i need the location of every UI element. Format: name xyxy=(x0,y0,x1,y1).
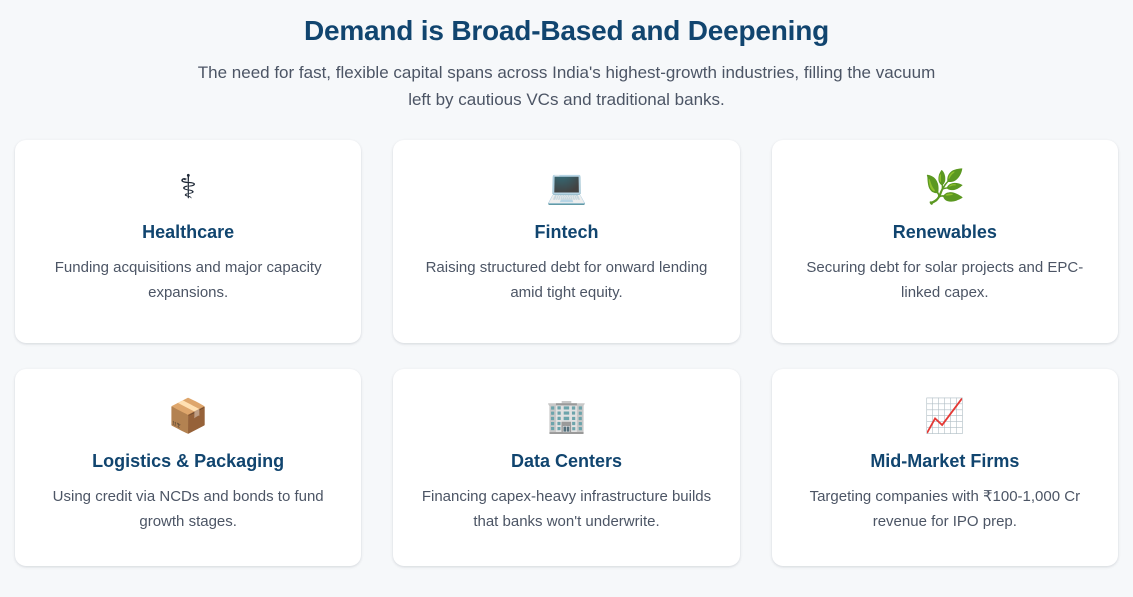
card-description: Using credit via NCDs and bonds to fund … xyxy=(52,488,324,530)
page-title: Demand is Broad-Based and Deepening xyxy=(303,15,830,46)
industry-card-healthcare[interactable]: ⚕ Healthcare Funding acquisitions and ma… xyxy=(15,140,362,343)
card-title: Healthcare xyxy=(142,222,235,242)
industry-card-fintech[interactable]: 💻 Fintech Raising structured debt for on… xyxy=(393,140,740,343)
card-description: Securing debt for solar projects and EPC… xyxy=(806,259,1084,301)
card-description: Funding acquisitions and major capacity … xyxy=(54,259,322,301)
office-building-icon: 🏢 xyxy=(545,396,588,435)
herb-leaf-icon: 🌿 xyxy=(924,167,966,206)
chart-increasing-icon: 📈 xyxy=(924,396,966,435)
industry-card-renewables[interactable]: 🌿 Renewables Securing debt for solar pro… xyxy=(771,140,1118,343)
card-title: Fintech xyxy=(534,222,599,242)
industry-card-grid: ⚕ Healthcare Funding acquisitions and ma… xyxy=(15,140,1118,566)
industry-card-logistics-packaging[interactable]: 📦 Logistics & Packaging Using credit via… xyxy=(15,369,362,566)
card-title: Renewables xyxy=(892,222,997,242)
card-title: Mid-Market Firms xyxy=(870,451,1020,471)
card-description: Financing capex-heavy infrastructure bui… xyxy=(421,488,712,530)
card-title: Logistics & Packaging xyxy=(92,451,285,471)
package-box-icon: 📦 xyxy=(167,396,209,435)
laptop-icon: 💻 xyxy=(545,167,588,206)
card-description: Raising structured debt for onward lendi… xyxy=(425,259,708,301)
medical-staff-icon: ⚕ xyxy=(179,167,198,206)
section-header: Demand is Broad-Based and Deepening The … xyxy=(15,0,1118,113)
card-description: Targeting companies with ₹100-1,000 Cr r… xyxy=(809,488,1081,530)
industry-card-mid-market-firms[interactable]: 📈 Mid-Market Firms Targeting companies w… xyxy=(771,369,1118,566)
industry-card-data-centers[interactable]: 🏢 Data Centers Financing capex-heavy inf… xyxy=(393,369,740,566)
card-title: Data Centers xyxy=(510,451,623,471)
page-subtitle: The need for fast, flexible capital span… xyxy=(197,63,936,109)
